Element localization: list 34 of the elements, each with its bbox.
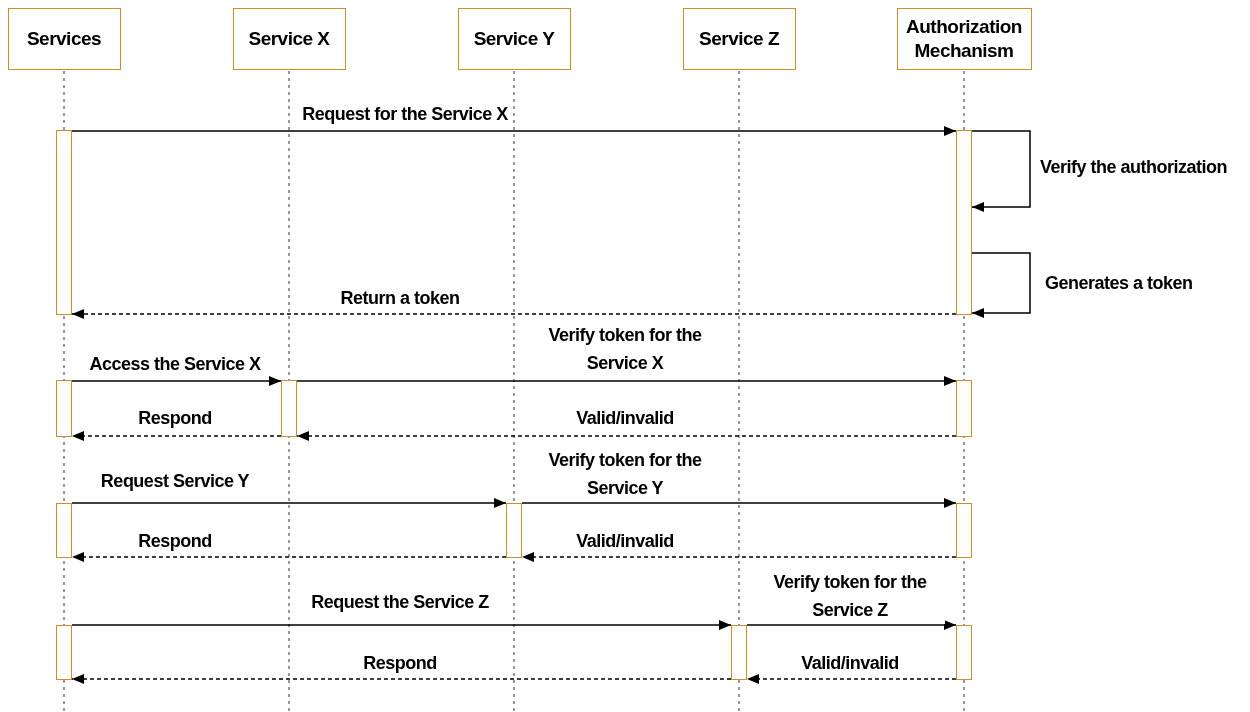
arrow	[296, 376, 957, 386]
arrow	[71, 620, 732, 630]
activation-bar	[56, 503, 72, 558]
activation-bar	[56, 625, 72, 680]
arrow	[971, 252, 1031, 318]
edge-label: Verify the authorization	[1040, 156, 1228, 179]
arrow	[71, 376, 282, 386]
arrow	[521, 552, 957, 562]
activation-bar	[731, 625, 747, 680]
activation-bar	[506, 503, 522, 558]
participant-box: Service Z	[682, 8, 796, 70]
activation-bar	[956, 380, 972, 437]
activation-bar	[956, 130, 972, 315]
arrow	[746, 674, 957, 684]
participant-box: Service Y	[457, 8, 571, 70]
participant-box: Authorization Mechanism	[896, 8, 1032, 70]
arrow	[71, 431, 282, 441]
activation-bar	[56, 130, 72, 315]
arrow	[971, 130, 1031, 212]
arrow	[71, 674, 732, 684]
arrow	[746, 620, 957, 630]
participant-box: Service X	[232, 8, 346, 70]
participant-box: Services	[7, 8, 121, 70]
arrow	[71, 309, 957, 319]
activation-bar	[956, 625, 972, 680]
arrow	[71, 498, 507, 508]
arrow	[521, 498, 957, 508]
activation-bar	[56, 380, 72, 437]
arrow	[71, 552, 507, 562]
arrow	[71, 126, 957, 136]
arrow	[296, 431, 957, 441]
activation-bar	[281, 380, 297, 437]
edge-label: Generates a token	[1045, 272, 1193, 295]
activation-bar	[956, 503, 972, 558]
